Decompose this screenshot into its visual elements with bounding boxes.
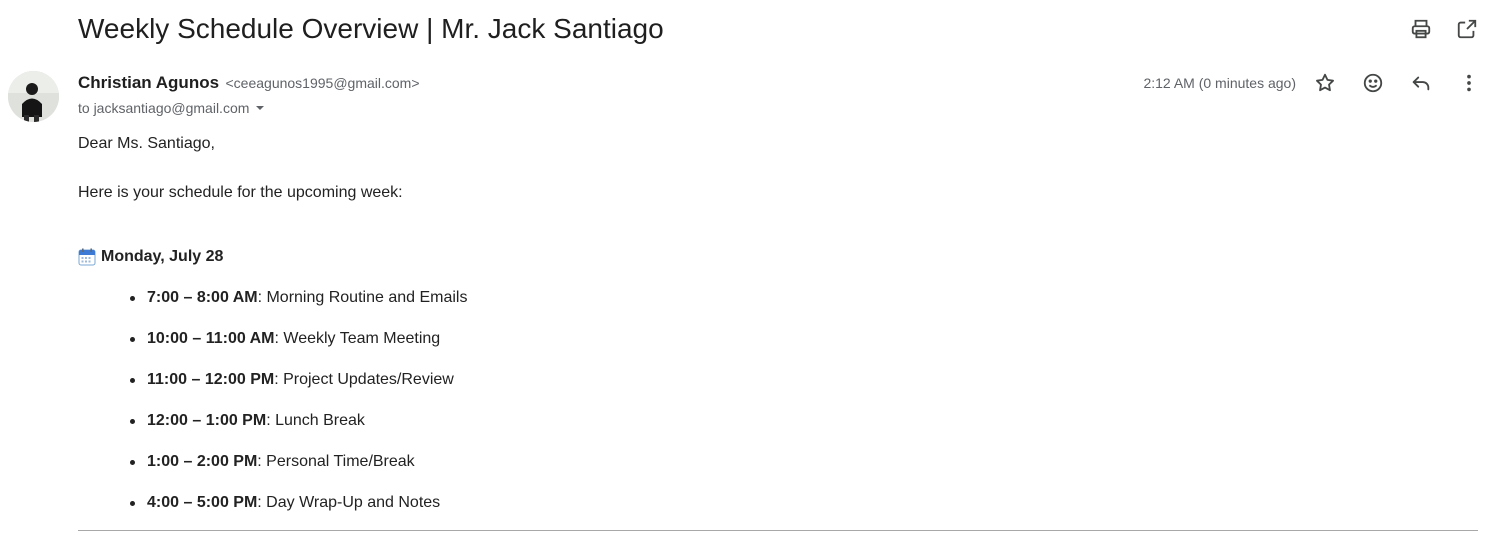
star-icon[interactable] [1312,70,1338,96]
schedule-task: : Weekly Team Meeting [274,330,441,347]
schedule-task: : Morning Routine and Emails [257,289,468,306]
thread-actions [1408,16,1480,42]
divider [78,530,1478,531]
schedule-task: : Day Wrap-Up and Notes [257,494,441,511]
greeting: Dear Ms. Santiago, [78,135,215,152]
list-item: 12:00 – 1:00 PM: Lunch Break [78,410,467,451]
schedule-time: 7:00 – 8:00 AM [147,289,258,306]
day-heading: Monday, July 28 [78,248,223,266]
schedule-time: 4:00 – 5:00 PM [147,494,258,511]
print-icon[interactable] [1408,16,1434,42]
list-item: 10:00 – 11:00 AM: Weekly Team Meeting [78,328,467,369]
recipient-line: to jacksantiago@gmail.com [78,100,265,116]
avatar[interactable] [8,71,59,122]
schedule-task: : Lunch Break [266,412,365,429]
sender-name[interactable]: Christian Agunos [78,73,220,92]
emoji-icon[interactable] [1360,70,1386,96]
recipient-text: to jacksantiago@gmail.com [78,100,250,116]
reply-icon[interactable] [1408,70,1434,96]
schedule-task: : Project Updates/Review [274,371,454,388]
schedule-task: : Personal Time/Break [257,453,415,470]
caret-down-icon[interactable] [255,103,265,113]
message-meta: 2:12 AM (0 minutes ago) [1143,70,1482,96]
sender-line: Christian Agunos <ceeagunos1995@gmail.co… [78,73,420,93]
schedule-time: 12:00 – 1:00 PM [147,412,267,429]
timestamp: 2:12 AM (0 minutes ago) [1143,75,1296,91]
schedule-list: 7:00 – 8:00 AM: Morning Routine and Emai… [78,287,467,533]
message-actions [1312,70,1482,96]
email-subject: Weekly Schedule Overview | Mr. Jack Sant… [78,13,664,44]
list-item: 1:00 – 2:00 PM: Personal Time/Break [78,451,467,492]
list-item: 4:00 – 5:00 PM: Day Wrap-Up and Notes [78,492,467,533]
open-in-new-icon[interactable] [1454,16,1480,42]
schedule-time: 10:00 – 11:00 AM [147,330,275,347]
schedule-time: 1:00 – 2:00 PM [147,453,258,470]
list-item: 7:00 – 8:00 AM: Morning Routine and Emai… [78,287,467,328]
more-vert-icon[interactable] [1456,70,1482,96]
day-label: Monday, July 28 [101,248,224,265]
intro-text: Here is your schedule for the upcoming w… [78,184,403,201]
list-item: 11:00 – 12:00 PM: Project Updates/Review [78,369,467,410]
sender-email: <ceeagunos1995@gmail.com> [225,75,420,91]
schedule-time: 11:00 – 12:00 PM [147,371,275,388]
calendar-icon [78,248,96,266]
